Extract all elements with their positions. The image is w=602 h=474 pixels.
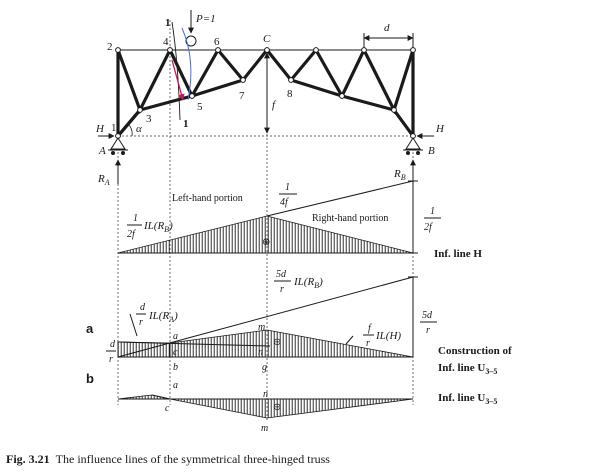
point-b: b xyxy=(173,362,178,373)
construction-axis-num: d xyxy=(110,339,116,350)
reaction-label-B: RB xyxy=(393,168,406,182)
web-end-left xyxy=(116,108,142,138)
rise-label: f xyxy=(272,99,277,111)
caption-number: Fig. 3.21 xyxy=(6,452,50,466)
thrust-label-left: H xyxy=(95,123,105,135)
crown-label: C xyxy=(263,33,271,45)
node-label-4: 4 xyxy=(163,36,169,48)
il-H-right-num: 1 xyxy=(430,206,435,217)
il-H-title: Inf. line H xyxy=(434,248,482,260)
node-label-6: 6 xyxy=(214,36,220,48)
support-A xyxy=(108,137,128,155)
il-U-point-m: m xyxy=(261,423,268,434)
angle-arc xyxy=(127,123,133,137)
construction-area-main xyxy=(169,329,414,358)
figure-caption: Fig. 3.21 The influence lines of the symm… xyxy=(6,452,330,467)
point-c: c xyxy=(173,347,178,358)
node-label-5: 5 xyxy=(197,101,203,113)
il-H-right-den: 2f xyxy=(424,222,433,233)
il-H-right-portion: Right-hand portion xyxy=(312,213,388,224)
load-wheel xyxy=(185,35,197,47)
construction-right-den: r xyxy=(366,338,370,349)
il-U-point-a: a xyxy=(173,380,178,391)
point-m: m xyxy=(258,322,265,333)
il-U-diagram: a c n m ⊖ b Inf. line U3–5 xyxy=(86,371,497,434)
construction-left-text: IL(RA) xyxy=(148,310,178,324)
panel-tag-a: a xyxy=(86,321,94,336)
node-label-1: 1 xyxy=(111,122,117,134)
construction-left-den: r xyxy=(139,317,143,328)
il-U-point-n: n xyxy=(263,389,268,400)
construction-top-den: r xyxy=(280,284,284,295)
construction-axis-den: r xyxy=(109,354,113,365)
support-label-B: B xyxy=(428,145,435,157)
construction-sign: ⊖ xyxy=(273,337,281,348)
web-right xyxy=(289,46,415,115)
caption-text: The influence lines of the symmetrical t… xyxy=(55,452,330,466)
il-H-peak-den: 4f xyxy=(280,197,289,208)
il-U-sign: ⊖ xyxy=(273,402,281,413)
load-label: P=1 xyxy=(195,13,216,25)
blue-section-curve xyxy=(181,27,192,101)
il-H-left-portion: Left-hand portion xyxy=(172,193,243,204)
reaction-label-A: RA xyxy=(97,173,110,187)
construction-title-2: Inf. line U3–5 xyxy=(438,362,497,376)
panel-label: d xyxy=(384,22,390,34)
il-U-title: Inf. line U3–5 xyxy=(438,392,497,406)
construction-left-num: d xyxy=(140,302,146,313)
section-line xyxy=(171,21,181,121)
truss-diagram: 1 2 3 4 5 6 7 8 C 1 1 P=1 d f α H A RA H… xyxy=(95,10,445,420)
support-label-A: A xyxy=(98,145,106,157)
point-n: n xyxy=(258,347,263,358)
il-U-point-c: c xyxy=(165,403,170,414)
support-B xyxy=(403,137,423,155)
construction-top-num: 5d xyxy=(276,269,287,280)
construction-area-left xyxy=(117,341,171,358)
node-label-3: 3 xyxy=(146,113,152,125)
thrust-label-right: H xyxy=(435,123,445,135)
construction-title-1: Construction of xyxy=(438,345,512,357)
node-label-2: 2 xyxy=(107,41,113,53)
point-g: g xyxy=(262,362,267,373)
il-H-peak-num: 1 xyxy=(285,182,290,193)
il-H-left-den: 2f xyxy=(127,229,136,240)
il-H-extension xyxy=(266,180,414,217)
node-label-7: 7 xyxy=(239,90,245,102)
section-label-bottom: 1 xyxy=(183,118,189,130)
il-H-left-text: IL(RB) xyxy=(143,220,173,234)
construction-right-num: f xyxy=(368,323,372,334)
section-label-top: 1 xyxy=(165,17,171,29)
member-force-arrow xyxy=(171,59,185,101)
il-U-area-negative xyxy=(169,398,414,419)
panel-tag-b: b xyxy=(86,371,94,386)
il-H-sign: ⊕ xyxy=(262,237,270,248)
il-H-area xyxy=(117,215,414,254)
construction-right-text: IL(H) xyxy=(375,330,401,342)
node-label-8: 8 xyxy=(287,88,293,100)
point-a: a xyxy=(173,331,178,342)
construction-top-text: IL(RB) xyxy=(293,276,323,290)
il-H-diagram: Left-hand portion Right-hand portion 1 4… xyxy=(117,180,482,260)
construction-diagram: 5d r IL(RB) d r IL(RA) f r IL(H) 5d r d … xyxy=(86,269,512,376)
angle-label: α xyxy=(136,123,142,135)
web-left xyxy=(116,46,245,115)
construction-right-ord-den: r xyxy=(426,325,430,336)
construction-right-ord-num: 5d xyxy=(422,310,433,321)
il-H-left-num: 1 xyxy=(133,213,138,224)
